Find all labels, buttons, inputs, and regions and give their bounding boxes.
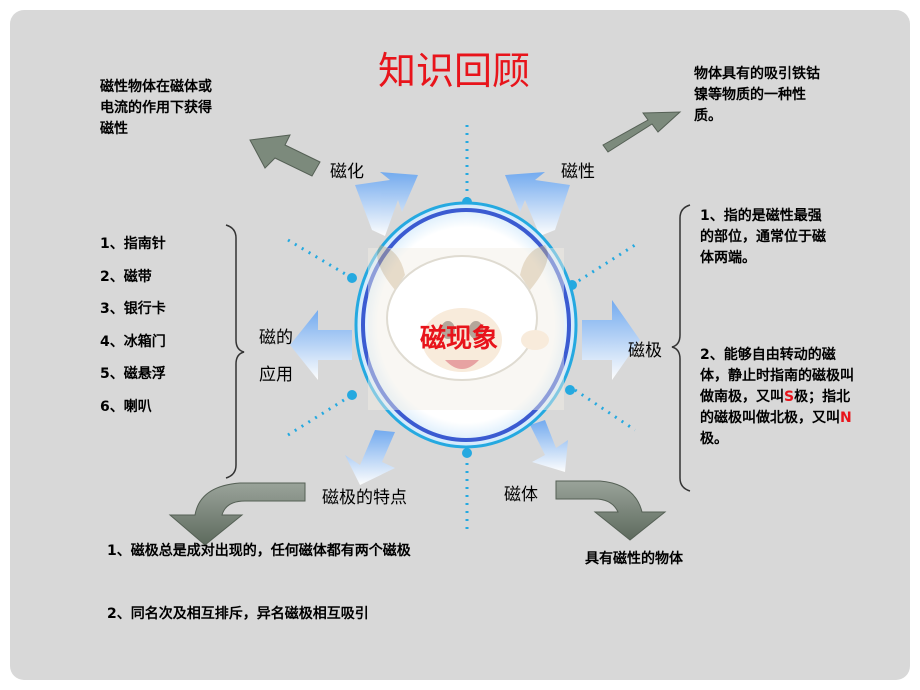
label-citi: 磁体	[504, 485, 538, 505]
list-item: 5、磁悬浮	[100, 366, 166, 383]
dotted-line-lower-left	[287, 393, 353, 437]
left-brace	[225, 224, 245, 479]
tedian-point-2: 2、同名次及相互排斥，异名磁极相互吸引	[107, 606, 369, 622]
label-cihua: 磁化	[330, 162, 364, 182]
list-item: 3、银行卡	[100, 301, 166, 318]
cihua-definition: 磁性物体在磁体或电流的作用下获得磁性	[100, 79, 212, 137]
citi-definition: 具有磁性的物体	[585, 551, 683, 567]
grey-arrow-cihua	[249, 134, 321, 177]
ciji-note-1: 1、指的是磁性最强的部位，通常位于磁体两端。	[700, 208, 826, 266]
applications-list: 1、指南针 2、磁带 3、银行卡 4、冰箱门 5、磁悬浮 6、喇叭	[100, 228, 166, 424]
blue-arrow-lower-right	[530, 420, 568, 472]
dotted-line-upper-right	[571, 243, 636, 287]
dotted-line-lower-right	[574, 388, 636, 432]
list-item: 6、喇叭	[100, 398, 152, 415]
label-yingyong-1: 磁的	[259, 328, 293, 348]
grey-arrow-citi	[555, 480, 667, 541]
label-ciji: 磁极	[628, 341, 662, 361]
blue-arrow-right	[582, 300, 640, 380]
label-yingyong-2: 应用	[259, 365, 293, 385]
sheep-picture	[368, 245, 564, 410]
list-item: 4、冰箱门	[100, 333, 166, 350]
blue-arrow-left	[290, 310, 352, 380]
list-item: 2、磁带	[100, 268, 152, 285]
cixing-definition: 物体具有的吸引铁钴镍等物质的一种性质。	[694, 66, 820, 124]
south-pole-letter: S	[784, 389, 795, 405]
grey-arrow-cixing	[602, 111, 682, 153]
blue-arrow-upper-left	[355, 172, 418, 236]
north-pole-letter: N	[840, 410, 852, 426]
blue-arrow-upper-right	[505, 172, 570, 236]
slide-title: 知识回顾	[378, 49, 531, 93]
label-ciji-tedian: 磁极的特点	[322, 488, 407, 508]
tedian-point-1: 1、磁极总是成对出现的，任何磁体都有两个磁极	[107, 543, 411, 559]
inner-ring	[361, 208, 571, 442]
ciji-note-2: 2、能够自由转动的磁体，静止时指南的磁极叫做南极，又叫S极；指北的磁极叫做北极，…	[700, 347, 854, 447]
dotted-line-upper-left	[287, 238, 353, 280]
outer-ring	[354, 201, 578, 449]
label-cixing: 磁性	[561, 162, 595, 182]
right-brace	[671, 204, 691, 492]
grey-arrow-ciji-tedian	[168, 482, 306, 546]
blue-arrow-lower-left	[345, 430, 395, 485]
center-topic-label: 磁现象	[420, 324, 499, 354]
list-item: 1、指南针	[100, 236, 166, 252]
